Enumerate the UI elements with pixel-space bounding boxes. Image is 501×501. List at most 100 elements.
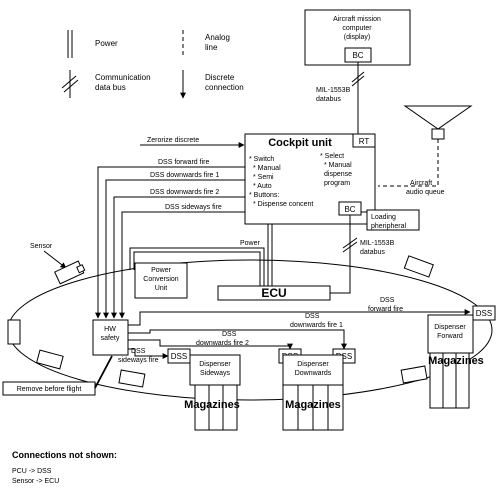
dss-forward-label-1: DSS	[380, 297, 395, 304]
dss-forward-label-2: forward fire	[368, 306, 403, 313]
legend-bus-slash-2	[63, 79, 79, 93]
sensor-label: Sensor	[30, 243, 53, 250]
mil-bus-right-slash-2	[342, 241, 358, 253]
hw-safety-box	[92, 319, 129, 356]
sensor-icons	[7, 255, 434, 388]
sensor-pointer	[43, 250, 67, 269]
mission-computer-label-1: Aircraft mission	[333, 16, 381, 23]
mil-bus-right-line	[330, 215, 351, 294]
speaker-cone	[403, 105, 473, 130]
dss-signal-down2: DSS downwards fire 2	[150, 189, 219, 196]
legend-power-label: Power	[95, 39, 118, 48]
dispenser-sideways-label-2: Sideways	[200, 370, 230, 377]
legend-bus-slash-1	[61, 75, 77, 89]
sensor-4	[35, 349, 64, 370]
dispenser-forward-label-2: Forward	[437, 333, 463, 340]
dss-side-inner-line	[128, 348, 169, 359]
magazine-fwd-3	[455, 352, 470, 409]
dss-down2-label-1: DSS	[222, 331, 237, 338]
audio-label-1: Aircraft	[410, 180, 432, 187]
connections-not-shown-item-1: PCU -> DSS	[12, 468, 52, 475]
zerorize-label: Zerorize discrete	[147, 137, 199, 144]
sensor-5	[118, 369, 146, 388]
dss-down1-line	[103, 179, 245, 319]
power-line-pcu-1	[129, 247, 265, 286]
cockpit-right-1: * Select	[320, 153, 344, 160]
audio-label-2: audio queue	[406, 189, 445, 196]
magazines-downwards-label: Magazines	[285, 399, 341, 411]
dispenser-downwards: DSS DSS Dispenser Downwards Magazines	[278, 348, 356, 431]
legend: Power Analog line Communication data bus…	[61, 30, 244, 99]
speaker-body	[431, 128, 445, 140]
pcu-box	[134, 262, 188, 299]
mission-computer-label-2: computer	[342, 25, 372, 32]
cockpit-right-2: * Manual	[324, 162, 352, 169]
cockpit-left-5: * Buttons:	[249, 192, 279, 199]
cockpit-rt: RT	[359, 137, 370, 146]
pcu-label-2: Conversion	[143, 276, 179, 283]
dss-down2-label-2: downwards fire 2	[196, 340, 249, 347]
hw-safety-label-1: HW	[104, 326, 116, 333]
ecu-label: ECU	[261, 286, 286, 300]
dss-side-line	[119, 211, 245, 319]
dss-signal-forward: DSS forward fire	[158, 159, 209, 166]
cockpit-left-6: * Dispense concent	[253, 201, 313, 208]
mil-bus-top-label-1: MIL-1553B	[316, 87, 351, 94]
cockpit-right-3: dispense	[324, 171, 352, 178]
legend-analog-label-1: Analog	[205, 33, 230, 42]
mission-computer: Aircraft mission computer (display) BC	[304, 9, 411, 66]
dss-forward-text: DSS	[476, 309, 492, 318]
dss-down2-line	[111, 196, 245, 319]
ecu-box	[217, 285, 331, 301]
dispenser-downwards-label-1: Dispenser	[297, 361, 329, 368]
cockpit-right-4: program	[324, 180, 350, 187]
magazines-sideways-label: Magazines	[184, 399, 240, 411]
sensor-1-nub	[76, 264, 86, 274]
mil-bus-top-slash-2	[351, 75, 365, 87]
cockpit-left-2: * Manual	[253, 165, 281, 172]
sensor-2	[403, 255, 434, 278]
sensor-3	[7, 319, 21, 345]
dispenser-sideways-label-1: Dispenser	[199, 361, 231, 368]
dss-side-text: DSS	[171, 352, 187, 361]
dss-down2-inner-line	[128, 339, 293, 350]
remove-before-flight-pointer	[94, 355, 113, 389]
connections-not-shown-item-2: Sensor -> ECU	[12, 478, 59, 485]
loading-box	[366, 209, 420, 231]
dispenser-forward-box	[427, 314, 474, 354]
dispenser-forward: DSS Dispenser Forward Magazines	[427, 305, 496, 409]
cockpit-rt-box	[352, 133, 376, 148]
sensor-6	[400, 365, 428, 384]
power-line-pcu-2	[133, 251, 261, 286]
mil-bus-right-label-2: databus	[360, 249, 385, 256]
power-label: Power	[240, 240, 261, 247]
magazine-side-3	[222, 384, 238, 431]
dss-side-label-1: DSS	[131, 348, 146, 355]
cockpit-left-1: * Switch	[249, 156, 274, 163]
dss-down1-text: DSS	[336, 352, 352, 361]
mil-bus-right-label-1: MIL-1553B	[360, 240, 395, 247]
remove-before-flight-label: Remove before flight	[17, 386, 82, 393]
legend-discrete-label-2: connection	[205, 83, 244, 92]
mil-bus-right-slash-1	[342, 237, 358, 249]
legend-bus-label-2: data bus	[95, 83, 126, 92]
mil-bus-top-label-2: databus	[316, 96, 341, 103]
dss-forward-fire-line	[95, 166, 245, 319]
connections-not-shown-title: Connections not shown:	[12, 450, 117, 460]
dss-forward-box	[472, 305, 496, 321]
hw-safety-label-2: safety	[101, 335, 120, 342]
dispenser-forward-label-1: Dispenser	[434, 324, 466, 331]
pcu-label-1: Power	[151, 267, 172, 274]
dss-down1-inner-line	[128, 329, 347, 350]
loading-label-2: pheripheral	[371, 223, 406, 230]
cockpit-left-3: * Semi	[253, 174, 274, 181]
mission-computer-label-3: (display)	[344, 34, 370, 41]
dispenser-sideways: DSS Dispenser Sideways Magazines	[167, 348, 241, 431]
dss-signal-down1: DSS downwards fire 1	[150, 172, 219, 179]
dispenser-sideways-box	[189, 354, 241, 386]
dss-forward-inner-line	[128, 309, 471, 326]
legend-bus-label-1: Communication	[95, 73, 151, 82]
loading-label-1: Loading	[371, 214, 396, 221]
cockpit-bc: BC	[344, 205, 355, 214]
